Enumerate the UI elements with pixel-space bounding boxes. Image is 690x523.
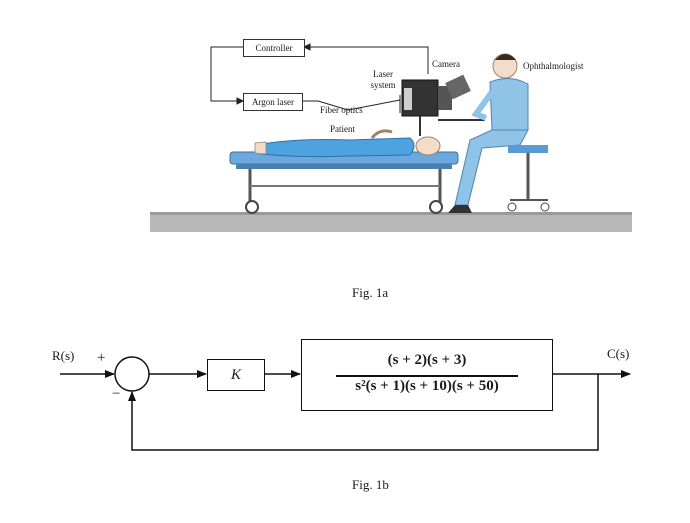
fig1a-caption: Fig. 1a: [352, 285, 389, 300]
argon-laser-box: Argon laser: [243, 93, 303, 111]
fiber-optics-label: Fiber optics: [320, 105, 363, 115]
transfer-function-denominator: s²(s + 1)(s + 10)(s + 50): [355, 378, 499, 394]
output-signal-label: C(s): [607, 346, 630, 361]
laser-system-label: Laser system: [366, 69, 400, 91]
input-signal-label: R(s): [52, 348, 75, 363]
laser-system-label-line1: Laser: [373, 69, 393, 79]
fraction-bar: [336, 375, 518, 377]
gain-block: K: [207, 359, 265, 391]
feedback-wire: [128, 374, 599, 451]
ophthalmologist-label: Ophthalmologist: [523, 61, 584, 71]
plus-sign: +: [97, 350, 106, 366]
camera-label: Camera: [432, 59, 460, 69]
controller-loop-lines: [210, 43, 429, 113]
laser-system-label-line2: system: [370, 80, 396, 90]
minus-sign: −: [112, 386, 121, 402]
patient-label: Patient: [330, 124, 355, 134]
transfer-function-numerator: (s + 2)(s + 3): [387, 352, 467, 368]
floor: [150, 212, 632, 232]
ophthalmologist-figure: [448, 53, 550, 213]
plant-transfer-function-block: (s + 2)(s + 3) s²(s + 1)(s + 10)(s + 50): [301, 339, 553, 411]
patient-figure: [254, 129, 441, 158]
camera-unit: [401, 74, 485, 136]
controller-box: Controller: [243, 39, 305, 57]
fig1b-caption: Fig. 1b: [352, 477, 389, 492]
